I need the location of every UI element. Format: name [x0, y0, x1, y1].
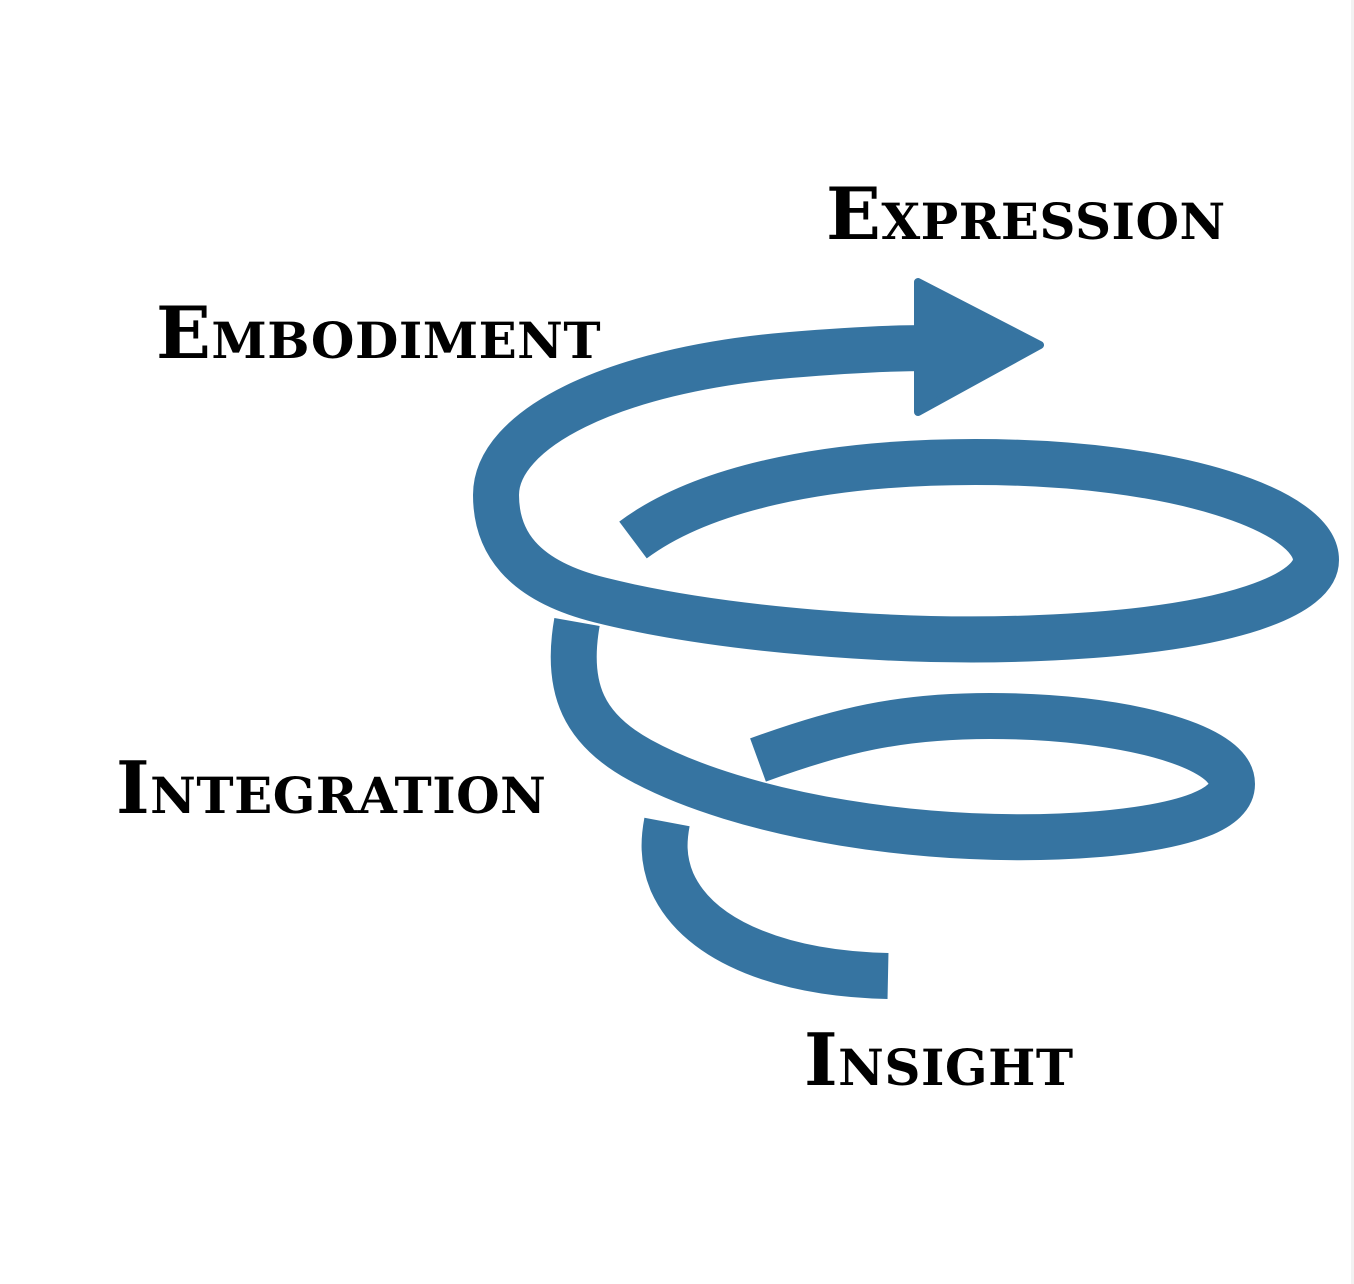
page-edge-divider: [1351, 0, 1354, 1284]
spiral-segment-tail: [641, 817, 889, 999]
stage-label-integration: Integration: [116, 745, 547, 830]
stage-label-expression: Expression: [826, 171, 1226, 256]
spiral-segment-lower-back: [550, 618, 1255, 861]
stage-label-insight: Insight: [804, 1017, 1074, 1102]
arrowhead-right-icon: [914, 278, 1044, 416]
stage-label-embodiment: Embodiment: [156, 290, 602, 375]
spiral-segment-middle: [473, 325, 1339, 663]
